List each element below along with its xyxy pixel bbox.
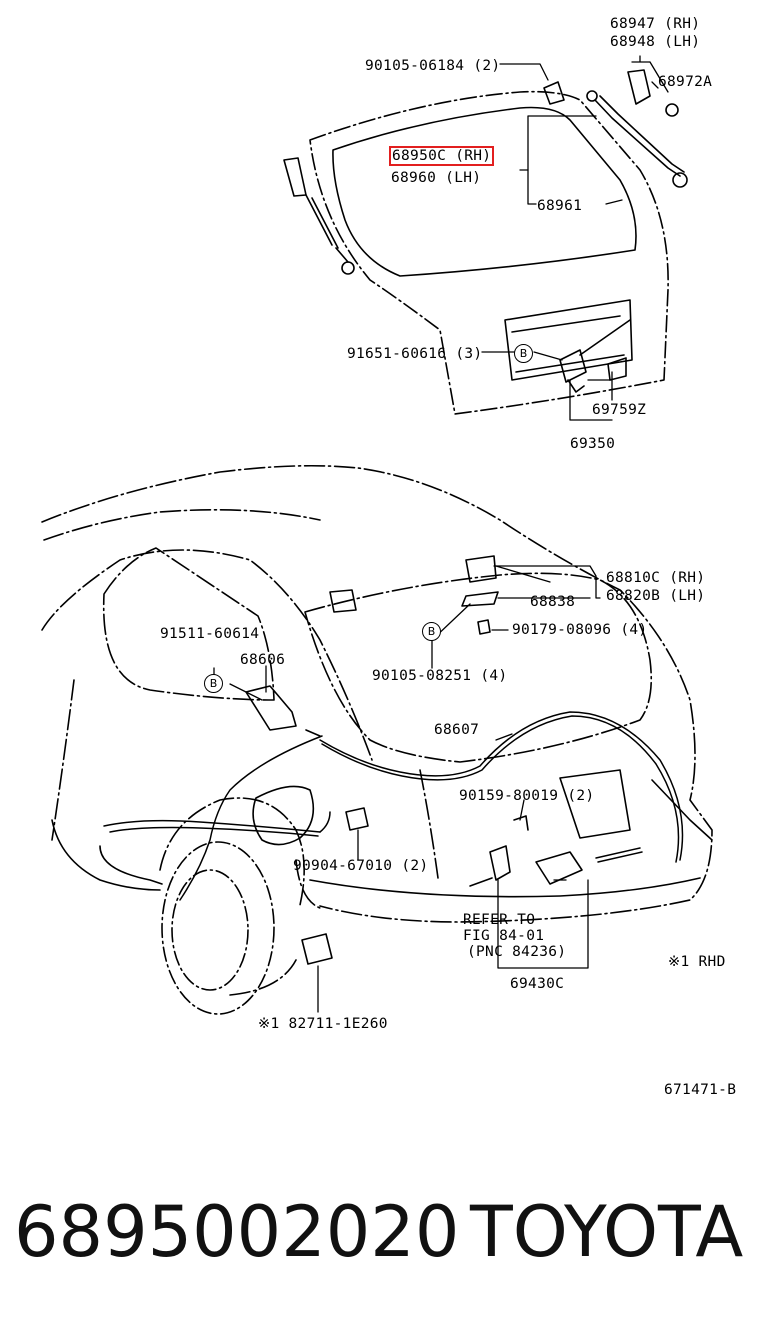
top-leader-lines — [481, 55, 669, 421]
back-door-outline — [309, 90, 669, 415]
label-69430c[interactable]: 69430C — [510, 976, 565, 992]
label-69759z[interactable]: 69759Z — [592, 402, 647, 418]
upper-lock-assembly — [559, 319, 631, 393]
label-68950c-highlighted[interactable]: 68950C (RH) — [388, 146, 495, 166]
label-90179-08096[interactable]: 90179-08096 (4) — [512, 622, 648, 638]
refer-note-line1: REFER TO — [463, 912, 536, 928]
label-69350[interactable]: 69350 — [570, 436, 616, 452]
label-68810c[interactable]: 68810C (RH) — [606, 570, 706, 586]
marker-b-middle: B — [422, 622, 441, 641]
refer-note-line3: (PNC 84236) — [467, 944, 567, 960]
label-90105-08251[interactable]: 90105-08251 (4) — [372, 668, 508, 684]
label-91511-60614[interactable]: 91511-60614 — [160, 626, 260, 642]
right-gas-strut — [543, 69, 688, 188]
car-body-outline — [41, 464, 713, 1015]
label-68947[interactable]: 68947 (RH) — [610, 16, 701, 32]
label-90904-67010[interactable]: 90904-67010 (2) — [293, 858, 429, 874]
rhd-note: ※1 RHD — [668, 954, 726, 970]
label-90159-80019[interactable]: 90159-80019 (2) — [459, 788, 595, 804]
label-68960[interactable]: 68960 (LH) — [391, 170, 482, 186]
label-68820b[interactable]: 68820B (LH) — [606, 588, 706, 604]
label-68838[interactable]: 68838 — [530, 594, 576, 610]
label-68972a[interactable]: 68972A — [658, 74, 713, 90]
bottom-leader-lines — [213, 565, 601, 1013]
marker-b-left: B — [204, 674, 223, 693]
brand-name: TOYOTA — [470, 1191, 744, 1273]
label-90105-06184[interactable]: 90105-06184 (2) — [365, 58, 501, 74]
label-68606[interactable]: 68606 — [240, 652, 286, 668]
figure-code: 671471-B — [664, 1082, 737, 1098]
label-68961[interactable]: 68961 — [537, 198, 583, 214]
hinge-and-latch-parts — [245, 555, 583, 965]
refer-note-line2: FIG 84-01 — [463, 928, 545, 944]
left-gas-strut — [283, 157, 355, 275]
part-number-title: 6895002020 — [14, 1191, 460, 1273]
release-cables — [103, 711, 684, 901]
label-68607[interactable]: 68607 — [434, 722, 480, 738]
label-82711-1e260[interactable]: ※1 82711-1E260 — [258, 1016, 388, 1032]
label-91651-60616[interactable]: 91651-60616 (3) — [347, 346, 483, 362]
marker-b-top: B — [514, 344, 533, 363]
label-68948[interactable]: 68948 (LH) — [610, 34, 701, 50]
